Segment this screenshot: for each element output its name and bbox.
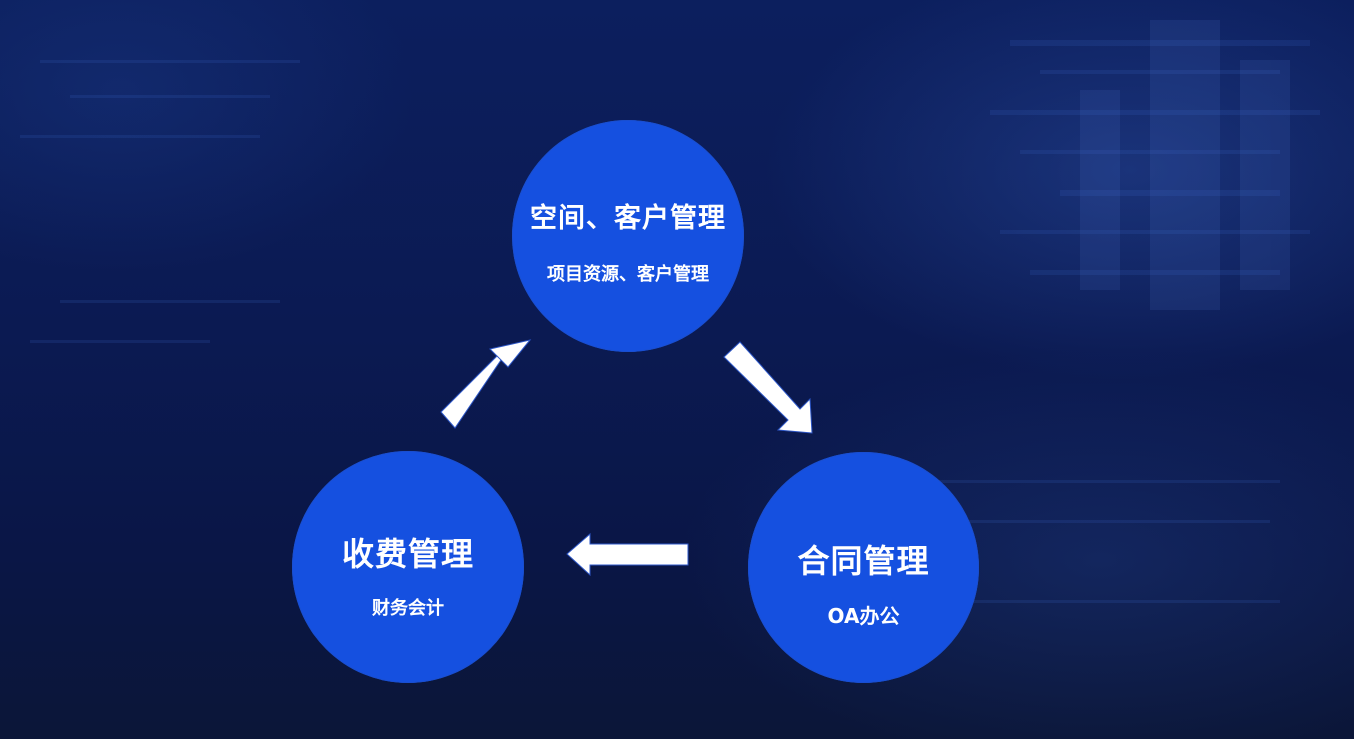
node-subtitle: 项目资源、客户管理 [547,264,709,285]
node-subtitle: OA办公 [827,604,900,628]
node-billing: 收费管理 财务会计 [292,451,524,683]
node-title: 合同管理 [797,542,930,580]
arrow-top-to-right [723,341,813,434]
arrow-right-to-left [566,532,689,577]
node-title: 收费管理 [341,535,474,573]
node-space-customer: 空间、客户管理 项目资源、客户管理 [512,120,744,352]
node-subtitle: 财务会计 [372,598,444,619]
node-contract: 合同管理 OA办公 [748,452,979,683]
node-title: 空间、客户管理 [530,203,726,234]
arrow-left-to-top [440,339,532,429]
